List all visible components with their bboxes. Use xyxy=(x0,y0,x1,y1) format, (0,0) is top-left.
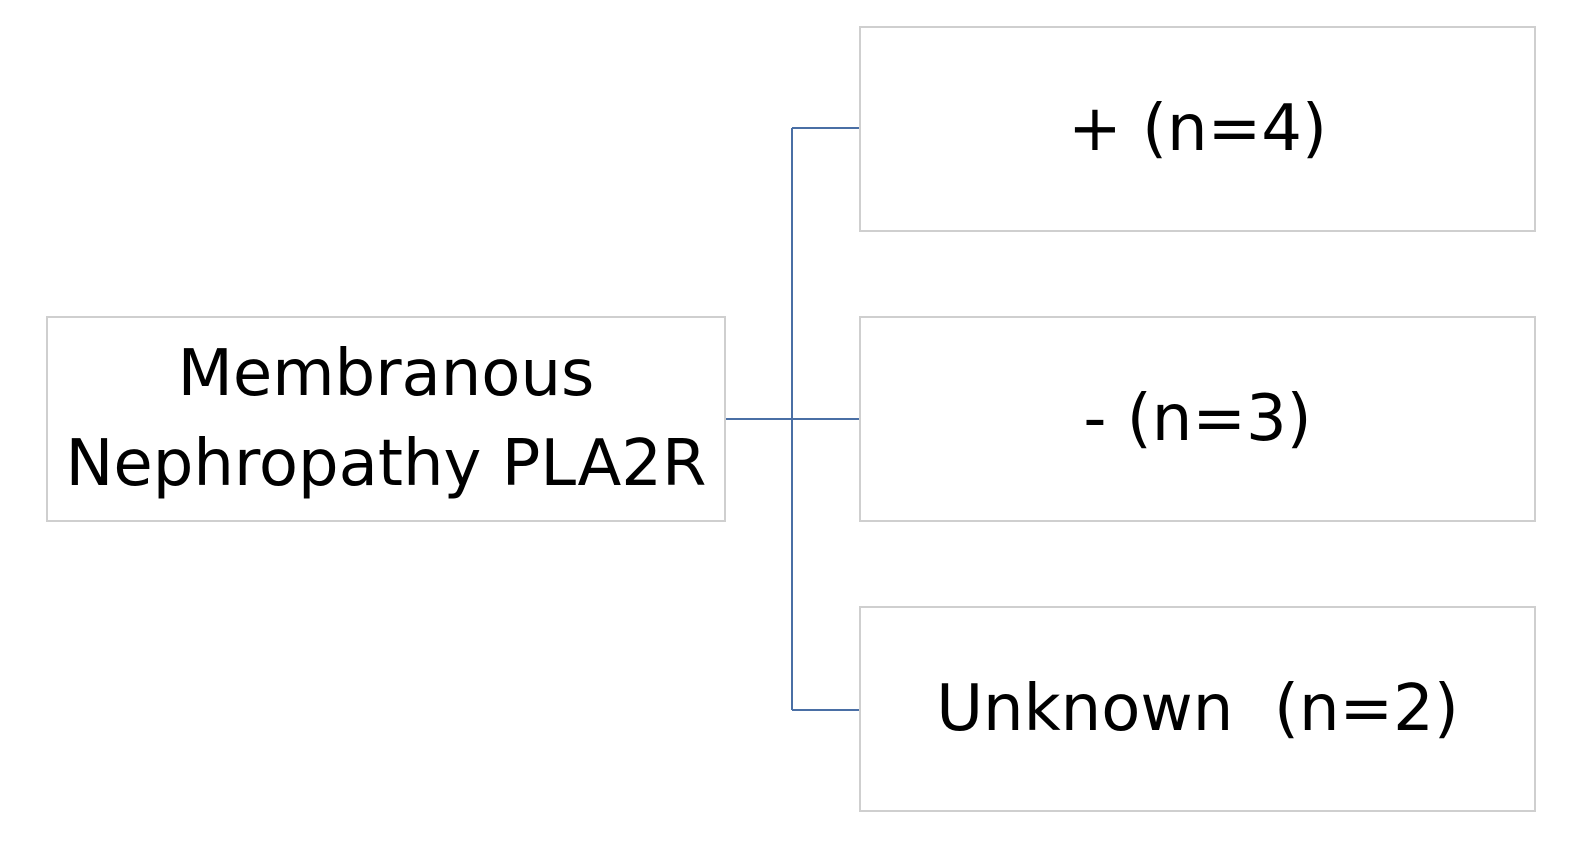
child-node-negative: - (n=3) xyxy=(859,316,1536,522)
child-label-positive: + (n=4) xyxy=(1068,92,1327,166)
root-label: Membranous Nephropathy PLA2R xyxy=(66,329,707,509)
child-node-unknown: Unknown (n=2) xyxy=(859,606,1536,812)
root-label-line-2: Nephropathy PLA2R xyxy=(65,427,707,501)
child-label-unknown: Unknown (n=2) xyxy=(936,672,1459,746)
root-node: Membranous Nephropathy PLA2R xyxy=(46,316,726,522)
child-label-negative: - (n=3) xyxy=(1083,382,1312,456)
root-label-line-1: Membranous xyxy=(177,337,595,411)
child-node-positive: + (n=4) xyxy=(859,26,1536,232)
